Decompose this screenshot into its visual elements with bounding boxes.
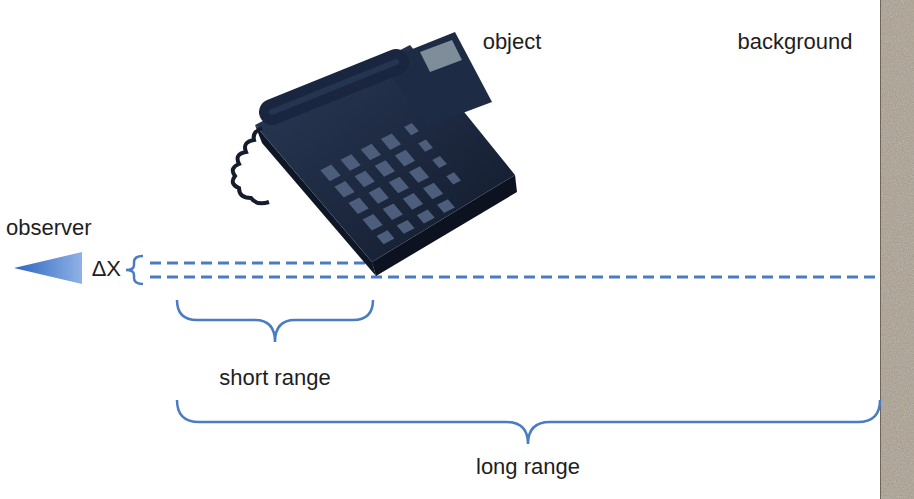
delta-brace xyxy=(126,256,143,284)
observer-eye xyxy=(14,252,82,284)
sight-line-short xyxy=(150,262,374,265)
telephone xyxy=(233,32,517,276)
observer-label: observer xyxy=(6,215,92,240)
phone-handset xyxy=(272,62,396,112)
short-range-bracket xyxy=(177,300,373,342)
sight-line-long xyxy=(150,276,879,279)
phone-cord xyxy=(233,128,269,203)
range-label: long range xyxy=(476,454,580,479)
long-range-bracket xyxy=(177,400,880,444)
phone-keypad xyxy=(320,123,475,244)
background-wall xyxy=(880,0,914,499)
object-label: object xyxy=(483,29,542,54)
phone-housing xyxy=(380,32,492,126)
background-label: background xyxy=(738,29,853,54)
wall-edge xyxy=(880,0,881,499)
delta-label: ΔX xyxy=(92,256,121,281)
range-label: short range xyxy=(219,365,330,390)
wall-texture xyxy=(880,0,914,499)
wall-fill xyxy=(880,0,914,499)
phone-display xyxy=(420,40,462,72)
phone-handset-highlight xyxy=(272,62,396,112)
